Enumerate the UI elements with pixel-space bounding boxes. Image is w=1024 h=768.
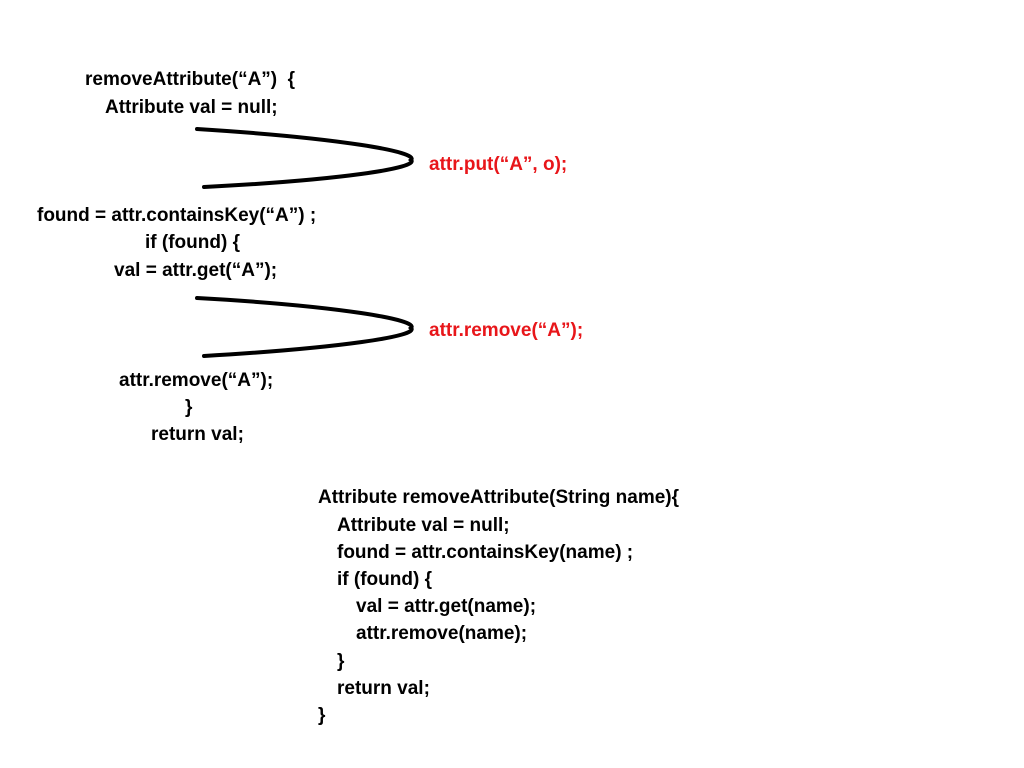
source-line-1: Attribute removeAttribute(String name){ <box>318 487 680 508</box>
interleaved-op-1: attr.put(“A”, o); <box>429 154 568 175</box>
source-line-6: attr.remove(name); <box>356 623 528 644</box>
trace-line-8: return val; <box>151 424 244 445</box>
trace-line-5: val = attr.get(“A”); <box>114 260 278 281</box>
trace-line-3: found = attr.containsKey(“A”) ; <box>37 205 317 226</box>
trace-line-7: } <box>185 397 193 418</box>
trace-line-1: removeAttribute(“A”) { <box>85 69 296 90</box>
trace-line-6: attr.remove(“A”); <box>119 370 274 391</box>
trace-line-4: if (found) { <box>145 232 240 253</box>
source-line-2: Attribute val = null; <box>337 515 510 536</box>
source-line-8: return val; <box>337 678 430 699</box>
source-line-5: val = attr.get(name); <box>356 596 537 617</box>
interleave-arc-2 <box>195 296 414 358</box>
interleave-arc-1 <box>195 127 414 189</box>
interleaved-op-2: attr.remove(“A”); <box>429 320 584 341</box>
trace-line-2: Attribute val = null; <box>105 97 278 118</box>
source-line-7: } <box>337 651 345 672</box>
source-line-3: found = attr.containsKey(name) ; <box>337 542 634 563</box>
source-line-9: } <box>318 705 326 726</box>
source-line-4: if (found) { <box>337 569 432 590</box>
